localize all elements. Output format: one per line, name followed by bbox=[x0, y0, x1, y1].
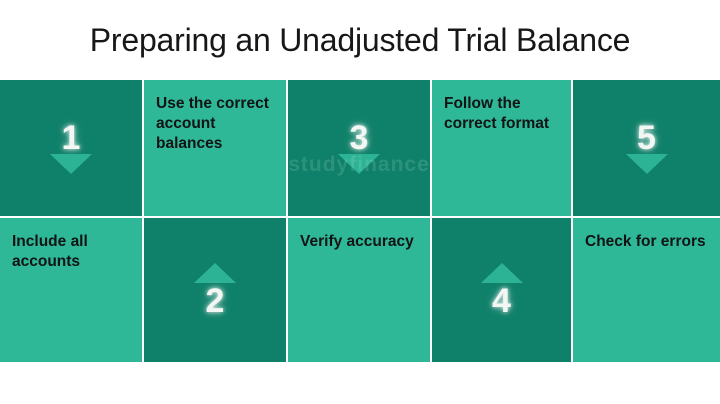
grid-cell-text-0[interactable]: Include all accounts bbox=[0, 218, 144, 362]
grid-cell-text-2[interactable]: Verify accuracy bbox=[288, 218, 432, 362]
grid-cell-step-1[interactable]: 1 bbox=[0, 80, 144, 218]
grid-cell-text-1[interactable]: Use the correct account balances bbox=[144, 80, 288, 218]
step-number-1: 1 bbox=[61, 118, 81, 157]
step-label-2: Verify accuracy bbox=[300, 233, 414, 250]
process-grid: 1 Use the correct account balances study… bbox=[0, 80, 720, 362]
grid-cell-text-3[interactable]: Follow the correct format bbox=[432, 80, 573, 218]
step-label-1: Use the correct account balances bbox=[156, 95, 269, 153]
arrow-down-icon bbox=[625, 154, 668, 175]
step-marker-2: 2 bbox=[144, 218, 286, 362]
step-number-5: 5 bbox=[637, 118, 656, 157]
step-label-0: Include all accounts bbox=[12, 233, 88, 271]
step-label-4: Check for errors bbox=[585, 233, 706, 250]
arrow-down-icon bbox=[50, 154, 92, 175]
step-label-3: Follow the correct format bbox=[444, 95, 550, 133]
page-title: Preparing an Unadjusted Trial Balance bbox=[89, 22, 631, 58]
step-marker-3: 3 bbox=[288, 80, 430, 216]
step-marker-5: 5 bbox=[573, 80, 720, 216]
grid-cell-text-4[interactable]: Check for errors bbox=[573, 218, 720, 362]
arrow-up-icon bbox=[480, 262, 523, 283]
arrow-down-icon bbox=[338, 154, 380, 175]
step-number-3: 3 bbox=[349, 118, 369, 157]
arrow-up-icon bbox=[194, 262, 236, 283]
grid-cell-step-3[interactable]: studyfinance 3 bbox=[288, 80, 432, 218]
step-number-4: 4 bbox=[492, 281, 511, 320]
step-marker-1: 1 bbox=[0, 80, 142, 216]
step-marker-4: 4 bbox=[432, 218, 571, 362]
title-area: Preparing an Unadjusted Trial Balance bbox=[0, 0, 720, 80]
grid-cell-step-5[interactable]: 5 bbox=[573, 80, 720, 218]
step-number-2: 2 bbox=[205, 281, 225, 320]
grid-cell-step-4[interactable]: 4 bbox=[432, 218, 573, 362]
grid-cell-step-2[interactable]: 2 bbox=[144, 218, 288, 362]
